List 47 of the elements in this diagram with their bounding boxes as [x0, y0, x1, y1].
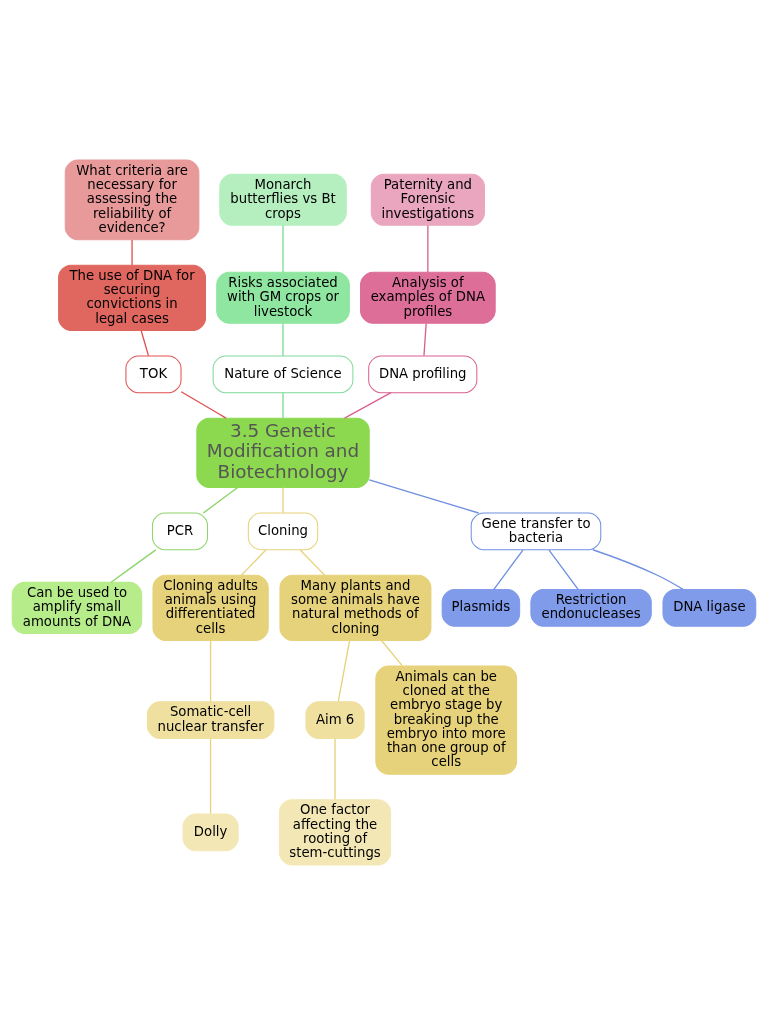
node-box: Plasmids	[441, 588, 521, 627]
node-box: Cloning	[247, 512, 319, 550]
connector	[131, 238, 133, 266]
node-box: Cloning adults animals using differentiated cells	[152, 574, 269, 641]
node-box: Many plants and some animals have natural methods of cloning	[279, 574, 432, 641]
node-box: What criteria are necessary for assessing the reliability of evidence?	[64, 159, 200, 240]
connector	[334, 737, 336, 800]
node-box: The use of DNA for securing convictions in legal cases	[58, 264, 206, 331]
node-box: Nature of Science	[212, 354, 354, 393]
node-box: Aim 6	[305, 700, 365, 739]
node-box: Paternity and Forensic investigations	[370, 173, 485, 226]
node-box: Can be used to amplify small amounts of DNA	[11, 581, 143, 634]
node-box: Monarch butterflies vs Bt crops	[219, 173, 347, 226]
node-box: DNA ligase	[662, 588, 757, 627]
connector	[381, 639, 404, 667]
node-box: Risks associated with GM crops or livestock	[216, 271, 350, 324]
node-box: Restriction endonucleases	[530, 588, 652, 627]
connector	[209, 639, 212, 702]
connector	[368, 478, 480, 514]
connector	[240, 548, 267, 576]
connector	[493, 548, 524, 590]
connector	[282, 322, 284, 356]
node-box: Somatic-cell nuclear transfer	[146, 700, 275, 739]
connector	[548, 548, 579, 590]
connector	[110, 548, 157, 583]
connector	[282, 391, 284, 419]
connector	[343, 391, 392, 419]
connector	[423, 322, 427, 356]
connector	[209, 737, 212, 814]
connector	[202, 486, 239, 514]
connector	[282, 486, 284, 513]
node-box: PCR	[151, 512, 209, 550]
node-box: One factor affecting the rooting of stem-cuttings	[278, 798, 392, 865]
connector	[140, 329, 150, 356]
connector	[180, 390, 227, 419]
node-box: 3.5 Genetic Modification and Biotechnology	[196, 417, 370, 488]
connector	[427, 224, 429, 273]
node-box: DNA profiling	[368, 354, 478, 393]
node-box: Analysis of examples of DNA profiles	[360, 271, 496, 324]
connector	[337, 639, 351, 702]
node-box: TOK	[125, 354, 182, 393]
node-box: Dolly	[182, 812, 239, 851]
connector	[299, 548, 326, 576]
connector	[282, 224, 284, 273]
node-box: Gene transfer to bacteria	[470, 512, 602, 550]
connector	[592, 548, 684, 590]
node-box: Animals can be cloned at the embryo stage by breaking up the embryo into more than one group of cells	[375, 665, 518, 775]
